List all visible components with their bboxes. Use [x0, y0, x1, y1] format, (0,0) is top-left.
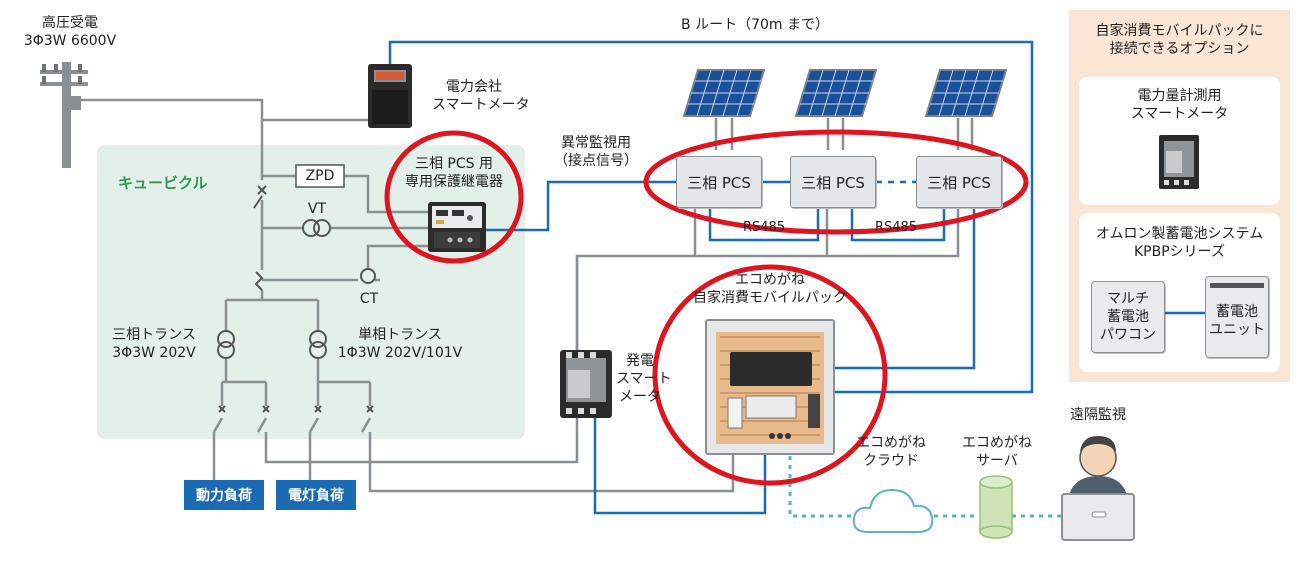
cloud-label-line1: エコめがね [856, 435, 926, 451]
option-card-battery-system: オムロン製蓄電池システム KPBPシリーズ マルチ 蓄電池 パワコン 蓄電池 ユ… [1079, 213, 1280, 372]
trans3-label-line1: 三相トランス [112, 327, 196, 343]
multi-battery-pcs-box: マルチ 蓄電池 パワコン [1091, 281, 1165, 353]
solar-panel-2 [794, 69, 878, 117]
relay-label-line1: 三相 PCS 用 [414, 156, 493, 172]
cloud-label-line2: クラウド [863, 453, 919, 469]
battery-unit-stripe [1210, 283, 1264, 288]
supply-label-line2: 3Φ3W 6600V [23, 33, 117, 49]
option-card-smart-meter: 電力量計測用 スマートメータ [1079, 77, 1280, 205]
relay-label-line2: 専用保護継電器 [405, 174, 503, 190]
trans3-label-line2: 3Φ3W 202V [112, 345, 196, 361]
utility-meter-label: 電力会社 スマートメータ [432, 78, 552, 114]
cubicle-area [97, 145, 525, 439]
solar-panel-3 [924, 69, 1008, 117]
utility-meter-label-line1: 電力会社 [446, 79, 502, 95]
ct-label: CT [359, 291, 379, 307]
generation-meter-label: 発電 スマート メータ [616, 352, 672, 406]
gray-wiring [80, 98, 974, 493]
option-card1-line2: スマートメータ [1130, 106, 1229, 122]
remote-user-icon [1061, 436, 1135, 541]
load-breaker-symbols [218, 405, 374, 413]
options-panel: 自家消費モバイルパックに 接続できるオプション 電力量計測用 スマートメータ オ… [1069, 10, 1290, 382]
option-card1-label: 電力量計測用 スマートメータ [1079, 87, 1280, 123]
gen-meter-label-line3: メータ [619, 389, 661, 405]
highlight-rings [384, 129, 1029, 486]
utility-smart-meter-icon [368, 64, 412, 128]
rs485-label-b: RS485 [874, 220, 918, 235]
mobile-pack-cabinet-icon [705, 319, 835, 455]
server-label-line1: エコめがね [962, 435, 1032, 451]
vt-label: VT [307, 201, 327, 217]
relay-label: 三相 PCS 用 専用保護継電器 [394, 155, 514, 191]
ct-symbol [360, 268, 376, 284]
option-smart-meter-icon [1159, 135, 1199, 189]
power-load-box: 動力負荷 [184, 480, 264, 510]
utility-meter-label-line2: スマートメータ [432, 97, 530, 113]
b-route-label: B ルート（70m まで） [681, 17, 829, 33]
rs485-label-a: RS485 [742, 220, 786, 235]
mobile-pack-label: エコめがね 自家消費モバイルパック [680, 271, 860, 307]
option-card2-line1: オムロン製蓄電池システム [1095, 226, 1264, 242]
main-breaker-symbol [253, 185, 267, 291]
remote-monitoring-label: 遠隔監視 [1070, 407, 1126, 423]
transformer-symbols [217, 330, 327, 359]
battery-unit-line2: ユニット [1209, 322, 1265, 338]
option-card2-label: オムロン製蓄電池システム KPBPシリーズ [1079, 225, 1280, 261]
options-title-line2: 接続できるオプション [1109, 41, 1250, 57]
single-phase-transformer-label: 単相トランス 1Φ3W 202V/101V [332, 326, 468, 362]
option-card2-line2: KPBPシリーズ [1134, 244, 1225, 260]
zpd-label: ZPD [305, 168, 335, 184]
server-icon [979, 475, 1013, 539]
high-voltage-supply-label: 高圧受電 3Φ3W 6600V [10, 14, 130, 50]
options-title-line1: 自家消費モバイルパックに [1095, 23, 1264, 39]
utility-pole-icon [40, 62, 88, 168]
mobile-pack-label-line2: 自家消費モバイルパック [693, 290, 847, 306]
supply-label-line1: 高圧受電 [42, 15, 98, 31]
battery-unit-box: 蓄電池 ユニット [1205, 276, 1269, 358]
pcon-line1: マルチ [1107, 291, 1149, 307]
pcon-line2: 蓄電池 [1107, 309, 1149, 325]
cloud-label: エコめがね クラウド [846, 434, 936, 470]
trans1-label-line2: 1Φ3W 202V/101V [337, 345, 463, 361]
solar-panel-1 [682, 69, 766, 117]
pcs-unit-1: 三相 PCS [676, 156, 762, 208]
cloud-icon [852, 488, 934, 533]
protective-relay-icon [428, 202, 486, 252]
battery-link-line [1165, 311, 1205, 315]
three-phase-transformer-label: 三相トランス 3Φ3W 202V [100, 326, 208, 362]
lighting-load-box: 電灯負荷 [276, 480, 356, 510]
options-title: 自家消費モバイルパックに 接続できるオプション [1069, 22, 1290, 58]
option-card1-line1: 電力量計測用 [1137, 88, 1222, 104]
vt-symbol [302, 219, 331, 237]
pcs-unit-2: 三相 PCS [790, 156, 876, 208]
solar-panel-icons [682, 69, 1008, 117]
pcs-unit-3: 三相 PCS [916, 156, 1002, 208]
gen-meter-label-line2: スマート [616, 371, 672, 387]
server-label-line2: サーバ [976, 453, 1018, 469]
pcon-line3: パワコン [1100, 327, 1156, 343]
trans1-label-line1: 単相トランス [358, 327, 442, 343]
zpd-box [295, 164, 345, 188]
monitor-signal-label: 異常監視用 （接点信号） [546, 134, 646, 170]
mobile-pack-label-line1: エコめがね [735, 272, 805, 288]
monitor-label-line2: （接点信号） [554, 153, 638, 169]
cubicle-title: キュービクル [118, 174, 208, 192]
generation-smart-meter-icon [560, 350, 612, 418]
server-label: エコめがね サーバ [952, 434, 1042, 470]
monitor-label-line1: 異常監視用 [561, 135, 631, 151]
gen-meter-label-line1: 発電 [626, 353, 654, 369]
network-links [788, 420, 1062, 518]
battery-unit-line1: 蓄電池 [1216, 304, 1258, 320]
